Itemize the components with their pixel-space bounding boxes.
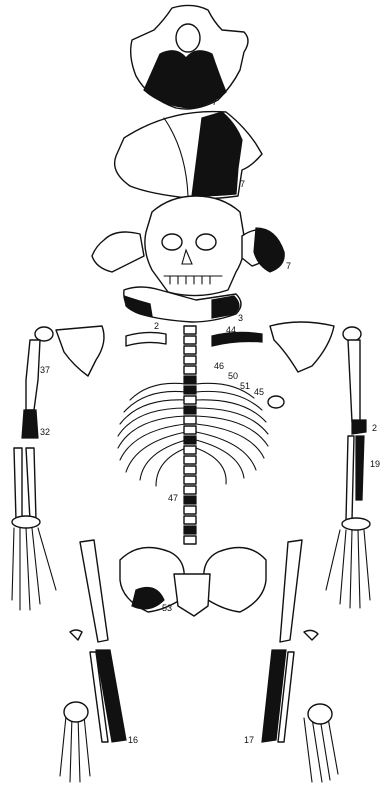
- rib-cage: [118, 383, 284, 486]
- right-leg: [262, 540, 338, 782]
- skull-occipital-view: [131, 5, 248, 109]
- label-skull-mid: 7: [240, 180, 245, 189]
- label-clavicle-left: 2: [154, 322, 159, 331]
- label-mandible: 3: [238, 314, 243, 323]
- label-clavicle-right: 44: [226, 326, 236, 335]
- label-vert-51: 51: [240, 382, 250, 391]
- clavicles-scapulae: [35, 322, 361, 376]
- left-leg: [60, 540, 126, 782]
- spine: [184, 326, 196, 544]
- label-skull-top: 7: [212, 98, 217, 107]
- label-pelvis: 53: [162, 604, 172, 613]
- label-lumbar: 47: [168, 494, 178, 503]
- label-tibia-right: 17: [244, 736, 254, 745]
- label-vert-50: 50: [228, 372, 238, 381]
- left-arm: [12, 340, 56, 610]
- label-skull-side: 7: [286, 262, 291, 271]
- label-humerus-right: 2: [372, 424, 377, 433]
- label-vert-46: 46: [214, 362, 224, 371]
- pelvis: [120, 548, 266, 617]
- label-humerus-left-low: 32: [40, 428, 50, 437]
- skull-frontal-view: [92, 196, 284, 322]
- label-forearm-right: 19: [370, 460, 380, 469]
- label-tibia-left: 16: [128, 736, 138, 745]
- label-humerus-left: 37: [40, 366, 50, 375]
- right-arm: [326, 340, 370, 608]
- label-vert-45: 45: [254, 388, 264, 397]
